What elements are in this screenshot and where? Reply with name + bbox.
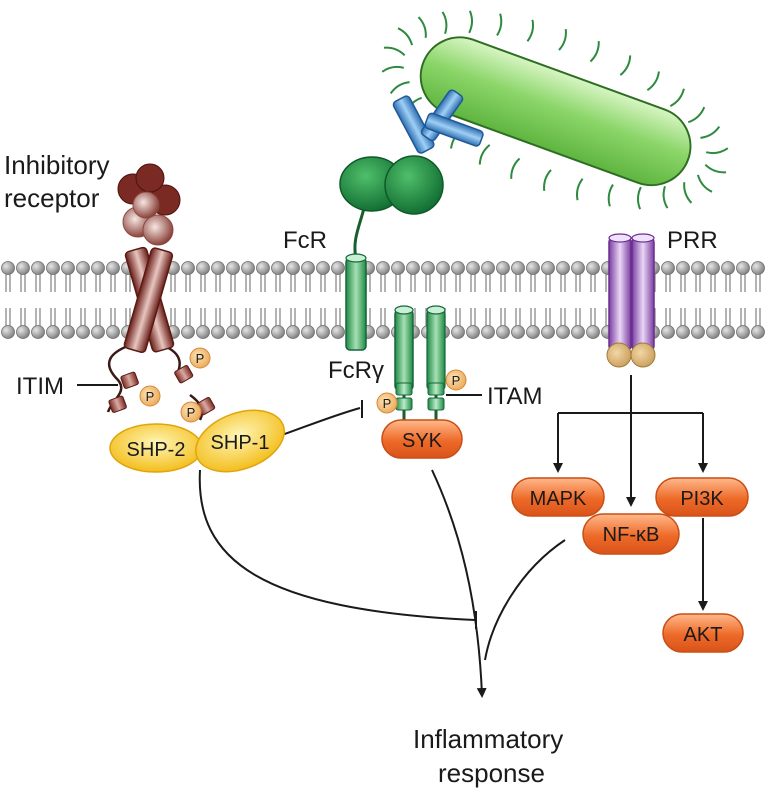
antibody: [392, 89, 484, 154]
akt-kinase: AKT: [662, 613, 744, 653]
inflammatory-response-label-line2: response: [438, 758, 545, 788]
svg-text:AKT: AKT: [684, 624, 723, 646]
svg-text:P: P: [187, 405, 196, 420]
svg-text:PI3K: PI3K: [680, 488, 724, 510]
phosphate-1: P: [139, 385, 161, 407]
itam-label: ITAM: [487, 383, 543, 410]
signal-connectors: [77, 375, 708, 698]
svg-text:SHP-1: SHP-1: [211, 432, 270, 454]
phosphate-3: P: [180, 401, 202, 423]
phosphate-5: P: [445, 369, 467, 391]
shp1-inhibits-syk-line: [281, 407, 361, 436]
fcr-receptor: [339, 155, 444, 351]
svg-text:SHP-2: SHP-2: [127, 439, 186, 461]
prr-label: PRR: [667, 227, 718, 254]
itim-label: ITIM: [16, 373, 64, 400]
syk-kinase: SYK: [381, 419, 463, 459]
syk-to-response-arrow: [431, 469, 487, 698]
mapk-kinase: MAPK: [511, 477, 605, 517]
nfkb-factor: NF-κB: [582, 513, 680, 555]
phosphate-2: P: [189, 347, 211, 369]
phosphate-4: P: [376, 392, 398, 414]
fcr-gamma-label: FcRγ: [328, 357, 384, 384]
inhibitory-receptor-label-line1: Inhibitory: [4, 150, 110, 180]
fcr-gamma-chain: [394, 305, 446, 428]
svg-text:P: P: [383, 396, 392, 411]
shp2-inhibits-response-line: [198, 469, 476, 621]
svg-text:MAPK: MAPK: [530, 488, 587, 510]
nfkb-to-response-arrow: [484, 539, 566, 661]
pi3k-kinase: PI3K: [655, 477, 749, 517]
prr-receptor: [606, 233, 656, 368]
inhibitory-receptor-label-line2: receptor: [4, 183, 100, 213]
svg-text:NF-κB: NF-κB: [603, 524, 660, 546]
svg-text:P: P: [196, 351, 205, 366]
inflammatory-response-label-line1: Inflammatory: [413, 724, 563, 754]
svg-text:P: P: [146, 389, 155, 404]
svg-text:P: P: [452, 373, 461, 388]
shp2-enzyme: SHP-2: [109, 423, 203, 473]
fcr-label: FcR: [283, 227, 327, 254]
shp1-enzyme: SHP-1: [194, 409, 286, 473]
inhibitory-receptor: [106, 163, 216, 421]
svg-text:SYK: SYK: [402, 430, 443, 452]
